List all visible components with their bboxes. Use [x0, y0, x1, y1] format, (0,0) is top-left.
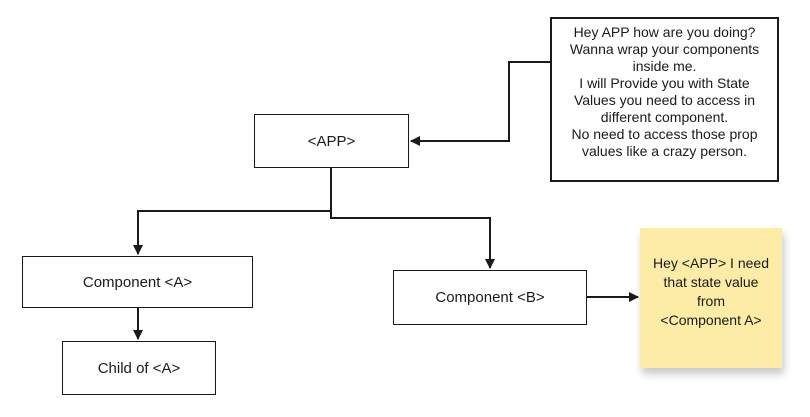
sticky-note: Hey <APP> I need that state value from <…: [640, 228, 782, 368]
callout-line: values like a crazy person.: [582, 143, 747, 159]
sticky-note-line: Hey <APP> I need: [653, 255, 769, 271]
app-node-label: <APP>: [307, 132, 356, 150]
component-b-node: Component <B>: [393, 270, 587, 325]
app-callout-note: Hey APP how are you doing? Wanna wrap yo…: [550, 17, 779, 182]
child-of-a-node-label: Child of <A>: [97, 359, 181, 377]
callout-line: Wanna wrap your components: [569, 41, 760, 57]
sticky-note-line: from: [697, 293, 725, 309]
component-b-node-label: Component <B>: [435, 289, 545, 306]
callout-line: No need to access those prop: [571, 126, 758, 142]
callout-line: inside me.: [632, 58, 697, 74]
callout-line: Values you need to access in: [573, 92, 756, 108]
sticky-note-line: that state value: [663, 274, 759, 290]
callout-line: I will Provide you with State: [579, 75, 750, 91]
sticky-note-line: <Component A>: [660, 312, 762, 328]
edge-app-to-component-a: [133, 168, 332, 255]
callout-line: Hey APP how are you doing?: [573, 24, 756, 40]
app-node: <APP>: [254, 114, 409, 168]
edge-callout-to-app: [410, 61, 550, 146]
component-a-node: Component <A>: [22, 256, 253, 308]
component-a-node-label: Component <A>: [82, 273, 193, 291]
child-of-a-node: Child of <A>: [62, 341, 216, 395]
callout-line: different component.: [600, 109, 729, 125]
edge-app-to-component-b: [330, 211, 495, 269]
